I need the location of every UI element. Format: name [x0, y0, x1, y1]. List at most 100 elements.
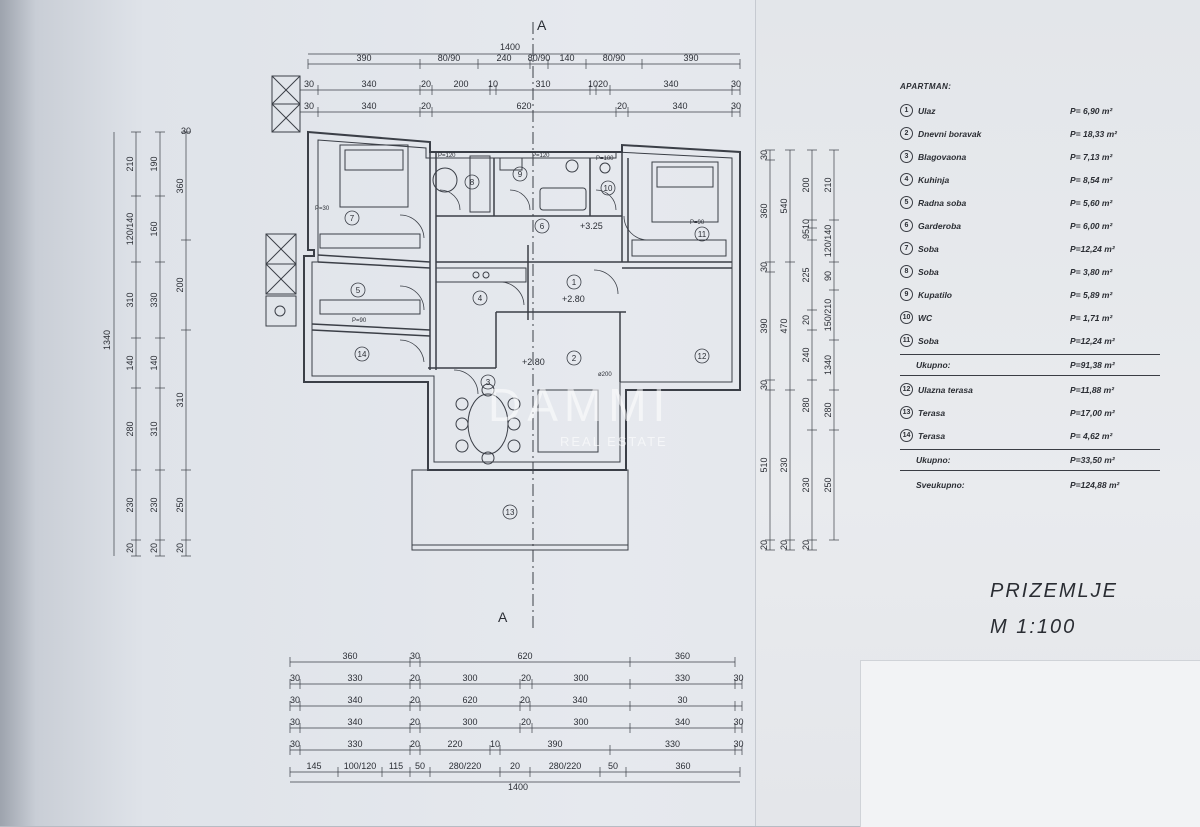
room-number: 9 — [518, 170, 523, 179]
door-swings — [399, 189, 649, 395]
bed-room-7 — [339, 144, 409, 208]
dimension-value: 225 — [801, 267, 811, 282]
dimension-value: 340 — [347, 717, 362, 727]
dimension-value: 280/220 — [549, 761, 582, 771]
legend-room-number: 13 — [900, 406, 913, 419]
dimension-value: 200 — [801, 177, 811, 192]
legend-room-name: Radna soba — [918, 197, 967, 208]
room-number-circle — [502, 504, 518, 520]
room-number-circle — [344, 210, 360, 226]
legend-room-number: 6 — [900, 219, 913, 232]
dimension-lines — [113, 53, 839, 783]
legend-room-area: P= 5,60 m² — [1070, 197, 1113, 208]
shower-8 — [432, 167, 458, 193]
dimension-value: 140 — [559, 53, 574, 63]
legend-room-number: 5 — [900, 196, 913, 209]
dimension-value: 240 — [801, 347, 811, 362]
legend-room-area: P= 8,54 m² — [1070, 174, 1113, 185]
dimension-value: 30 — [290, 673, 300, 683]
dimension-value: 20 — [410, 739, 420, 749]
dimension-value: 470 — [779, 318, 789, 333]
room-number-circle — [512, 166, 528, 182]
dimension-value: 300 — [573, 673, 588, 683]
dimension-value: 330 — [149, 292, 159, 307]
dimension-value: 10 — [801, 219, 811, 229]
room-number: 1 — [572, 278, 577, 287]
door-label-5: P=90 — [352, 318, 367, 324]
dimension-value: 280/220 — [449, 761, 482, 771]
dimension-value: 220 — [447, 739, 462, 749]
dimension-value: 230 — [125, 497, 135, 512]
dimension-value: 360 — [675, 651, 690, 661]
dimension-value: 510 — [759, 457, 769, 472]
legend-room-name: Soba — [918, 266, 939, 277]
level-3: +2.80 — [522, 357, 545, 367]
dimension-value: 360 — [759, 203, 769, 218]
dimension-value: 10 — [490, 739, 500, 749]
grand-total-area: P=124,88 m² — [1070, 479, 1120, 490]
level-2: +2.80 — [562, 294, 585, 304]
dimension-value: 210 — [823, 177, 833, 192]
terrace-13 — [411, 469, 629, 551]
dimension-value: 10 — [488, 79, 498, 89]
legend-room-area: P=17,00 m² — [1070, 407, 1115, 418]
dimension-value: 140 — [125, 355, 135, 370]
dimension-total: 1400 — [500, 42, 520, 52]
dimension-value: 360 — [675, 761, 690, 771]
room-number-circle — [464, 174, 480, 190]
legend-room-area: P= 3,80 m² — [1070, 266, 1113, 277]
legend-room-name: Terasa — [918, 407, 946, 418]
dimension-value: 30 — [290, 717, 300, 727]
cabinet-8 — [469, 155, 491, 213]
legend-room-name: Kuhinja — [918, 174, 950, 185]
dimension-value: 200 — [453, 79, 468, 89]
legend-room-name: Terasa — [918, 430, 946, 441]
room-number: 14 — [358, 350, 367, 359]
dimension-value: 50 — [415, 761, 425, 771]
legend-room-number: 11 — [900, 334, 913, 347]
legend-room-number: 10 — [900, 311, 913, 324]
dimension-value: 20 — [421, 101, 431, 111]
dimension-value: 120/140 — [823, 225, 833, 258]
plan-labels: A A +3.25 +2.80 +2.80 P=30 P=120 P=120 P… — [315, 17, 705, 625]
dimension-value: 230 — [149, 497, 159, 512]
legend-room-name: Ulaz — [918, 105, 936, 116]
dimension-value: 390 — [356, 53, 371, 63]
dimension-total: 1400 — [508, 782, 528, 792]
toilet-9 — [565, 159, 579, 173]
dimension-value: 280 — [125, 421, 135, 436]
dimension-value: 30 — [759, 262, 769, 272]
dimension-value: 30 — [290, 695, 300, 705]
dimension-value: 30 — [304, 101, 314, 111]
legend-room-name: Kupatilo — [918, 289, 952, 300]
dimension-value: 30 — [731, 101, 741, 111]
dimension-value: 240 — [496, 53, 511, 63]
room-number-circle — [600, 180, 616, 196]
dimension-value: 330 — [347, 739, 362, 749]
dimension-value: 30 — [733, 717, 743, 727]
paper-corner — [860, 660, 1200, 827]
section-marker-top: A — [537, 17, 547, 33]
dimension-value: 200 — [175, 277, 185, 292]
dimension-value: 330 — [675, 673, 690, 683]
dimension-value: 20 — [521, 673, 531, 683]
dimension-value: 30 — [181, 126, 191, 136]
dimension-value: 160 — [149, 221, 159, 236]
legend-row: 5 Radna soba P= 5,60 m² — [900, 191, 1160, 214]
dimension-value: 50 — [608, 761, 618, 771]
vent-boxes — [265, 75, 301, 327]
room-number: 10 — [604, 184, 613, 193]
legend-room-area: P= 6,90 m² — [1070, 105, 1113, 116]
dimension-value: 340 — [361, 101, 376, 111]
dimension-total: 1340 — [102, 330, 112, 350]
